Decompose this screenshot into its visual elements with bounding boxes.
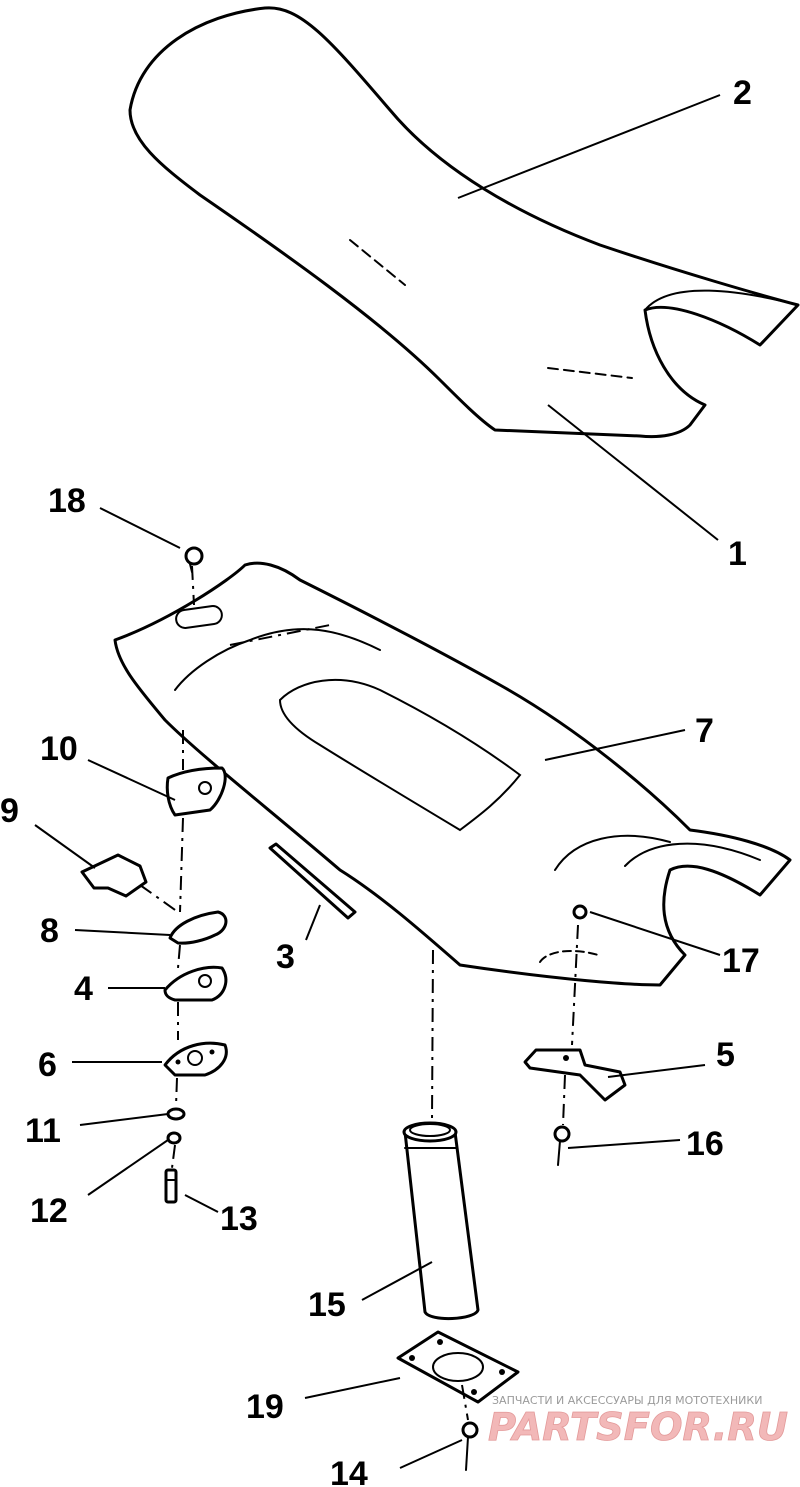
leader-14 — [399, 1439, 463, 1469]
part-9-clip — [80, 853, 148, 898]
watermark-brand: PARTSFOR.RU — [488, 1405, 788, 1449]
part-8-hook — [168, 910, 228, 945]
callout-17: 17 — [722, 942, 760, 980]
leader-13 — [184, 1194, 219, 1213]
part-15-tube — [402, 1121, 480, 1321]
callout-labels: 1 2 3 4 5 6 7 8 9 10 11 12 13 14 15 16 1… — [0, 74, 760, 1487]
part-11-washer — [166, 1107, 186, 1121]
seat-base — [113, 561, 792, 987]
callout-5: 5 — [716, 1036, 735, 1074]
part-14-bolt — [461, 1421, 479, 1471]
watermark-tagline: ЗАПЧАСТИ И АКСЕССУАРЫ ДЛЯ МОТОТЕХНИКИ — [492, 1394, 762, 1407]
leader-12 — [87, 1139, 169, 1196]
leader-11 — [79, 1113, 169, 1126]
callout-14: 14 — [330, 1455, 368, 1487]
part-17-grommet — [572, 904, 588, 920]
leader-18 — [99, 507, 181, 549]
part-18-rivet — [184, 546, 204, 573]
callout-1: 1 — [728, 535, 747, 573]
callout-6: 6 — [38, 1046, 57, 1084]
part-10-bracket — [165, 766, 227, 817]
leader-3 — [305, 904, 321, 941]
leader-lines — [34, 94, 721, 1469]
part-19-gasket — [396, 1330, 520, 1404]
leader-7 — [544, 729, 686, 761]
callout-8: 8 — [40, 912, 59, 950]
callout-3: 3 — [276, 938, 295, 976]
assembly-lines — [139, 565, 579, 1421]
leader-10 — [87, 759, 176, 801]
callout-10: 10 — [40, 730, 78, 768]
part-12-nut — [166, 1131, 182, 1145]
callout-11: 11 — [25, 1112, 61, 1150]
callout-19: 19 — [246, 1388, 284, 1426]
callout-12: 12 — [30, 1192, 68, 1230]
leader-5 — [607, 1064, 706, 1078]
watermark: ЗАПЧАСТИ И АКСЕССУАРЫ ДЛЯ МОТОТЕХНИКИ PA… — [488, 1394, 789, 1449]
callout-2: 2 — [733, 74, 752, 112]
callout-13: 13 — [220, 1200, 258, 1238]
leader-17 — [589, 911, 721, 956]
part-4-plate — [163, 965, 228, 1002]
callout-9: 9 — [0, 792, 19, 830]
leader-9 — [34, 824, 96, 869]
callout-16: 16 — [686, 1125, 724, 1163]
part-13-bolt — [164, 1168, 178, 1204]
part-3-strip — [268, 842, 357, 920]
part-6-latch-base — [163, 1041, 228, 1077]
callout-4: 4 — [74, 970, 93, 1008]
leader-2 — [457, 94, 721, 199]
leader-16 — [567, 1139, 681, 1149]
leader-19 — [304, 1377, 401, 1399]
callout-7: 7 — [695, 712, 714, 750]
leader-15 — [361, 1261, 433, 1301]
leader-1 — [547, 404, 719, 541]
callout-18: 18 — [48, 482, 86, 520]
callout-15: 15 — [308, 1286, 346, 1324]
part-16-screw — [553, 1125, 571, 1166]
seat-cover — [128, 6, 800, 439]
leader-8 — [74, 929, 171, 936]
part-5-bracket — [523, 1048, 627, 1102]
